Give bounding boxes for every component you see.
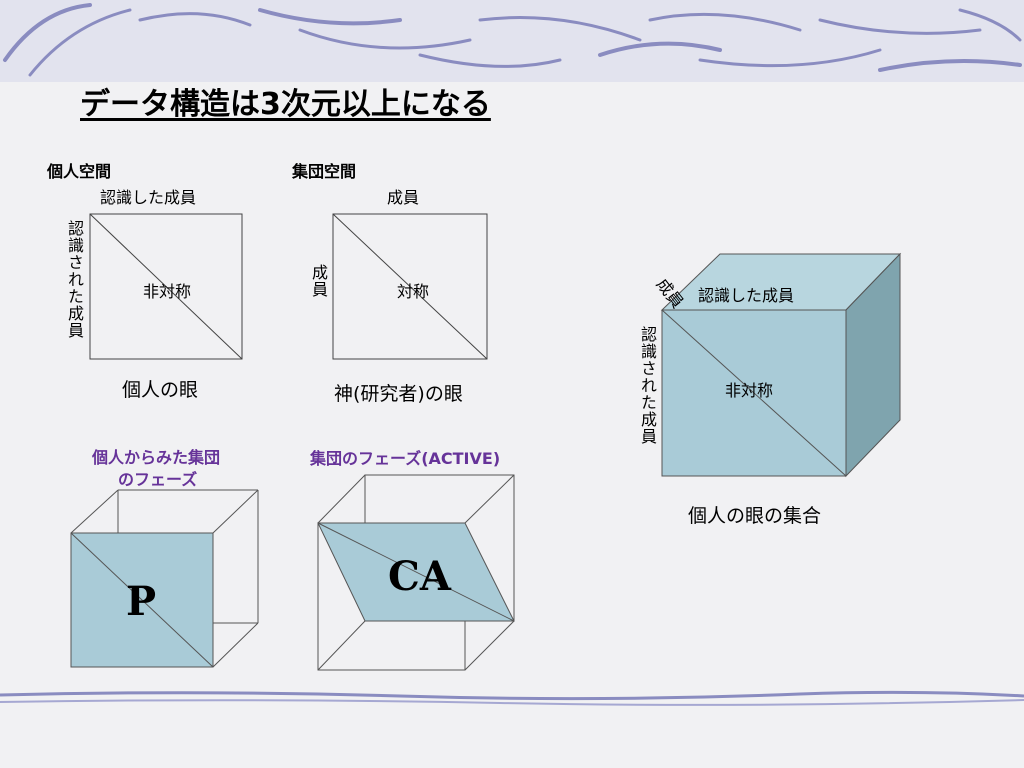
phase-p-cube xyxy=(70,489,259,668)
group-space-square xyxy=(332,213,488,360)
phase-ca-letter: CA xyxy=(388,553,451,600)
group-side-label: 成員 xyxy=(309,264,328,298)
group-caption: 神(研究者)の眼 xyxy=(334,383,463,405)
cube-side-label: 認識された成員 xyxy=(638,326,657,445)
personal-space-heading: 個人空間 xyxy=(47,162,112,181)
phase-ca-cube xyxy=(317,474,515,671)
phase-p-letter: P xyxy=(126,578,157,625)
cube-center-label: 非対称 xyxy=(725,381,774,400)
group-center-label: 対称 xyxy=(397,282,430,301)
personal-space-square xyxy=(89,213,243,360)
personal-caption: 個人の眼 xyxy=(122,379,199,401)
cube-top-label: 認識した成員 xyxy=(698,286,795,305)
slide-title: データ構造は3次元以上になる xyxy=(80,87,491,122)
group-top-label: 成員 xyxy=(387,188,420,207)
phase-p-heading-line2: のフェーズ xyxy=(118,470,198,489)
personal-side-label: 認識された成員 xyxy=(65,220,84,339)
cube-caption: 個人の眼の集合 xyxy=(688,505,822,527)
group-space-heading: 集団空間 xyxy=(292,162,357,181)
personal-center-label: 非対称 xyxy=(143,282,192,301)
phase-ca-heading: 集団のフェーズ(ACTIVE) xyxy=(310,449,501,468)
phase-p-heading-line1: 個人からみた集団 xyxy=(92,448,221,467)
personal-top-label: 認識した成員 xyxy=(100,188,197,207)
asymmetric-cube xyxy=(660,252,902,478)
